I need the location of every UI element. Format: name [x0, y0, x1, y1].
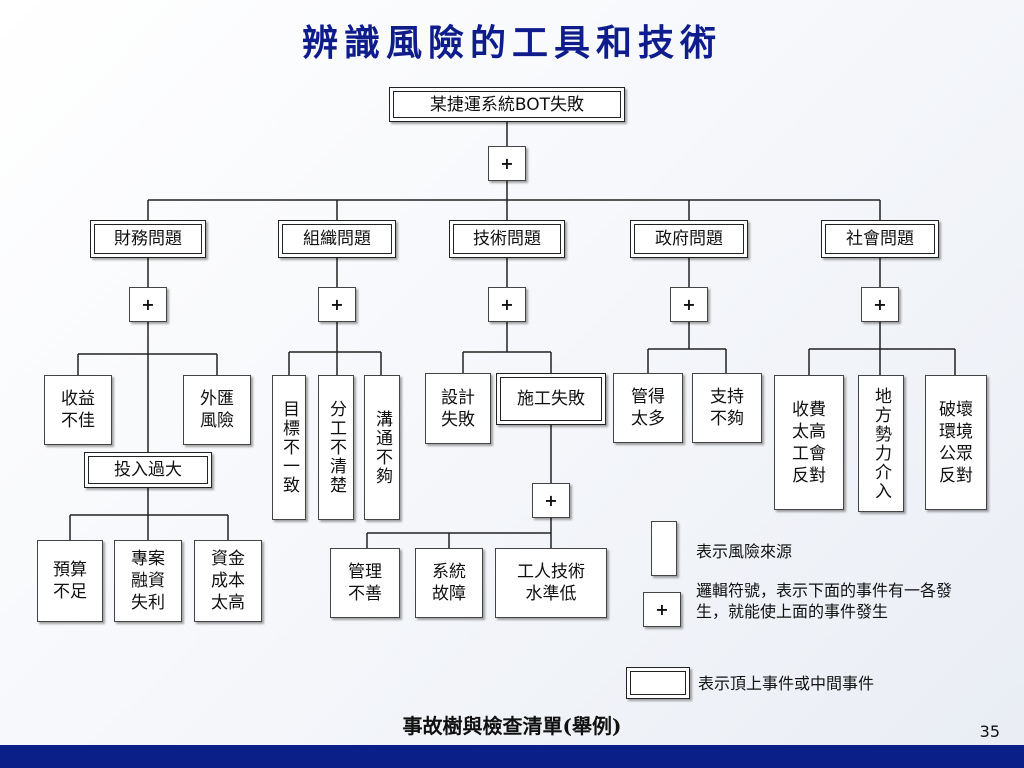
risk-source-box: 外匯風險 [183, 375, 251, 445]
slide-title: 辨識風險的工具和技術 [301, 22, 722, 64]
risk-source-box: 分工不清楚 [318, 375, 354, 520]
finance-or-gate: + [129, 287, 167, 322]
category-government: 政府問題 [630, 220, 748, 258]
risk-source-box: 目標不一致 [272, 375, 306, 520]
risk-source-box: 專案融資失利 [114, 540, 182, 622]
government-or-gate: + [670, 287, 708, 322]
organization-or-gate: + [318, 287, 356, 322]
page-number: 35 [979, 722, 1000, 741]
risk-source-box: 破壞環境公眾反對 [925, 375, 987, 510]
gate-symbol: + [141, 294, 155, 314]
social-or-gate: + [861, 287, 899, 322]
top-or-gate: + [488, 146, 526, 181]
construction-or-gate: + [532, 483, 570, 518]
risk-source-label: 收費太高工會反對 [792, 399, 826, 486]
risk-source-label: 分工不清楚 [326, 400, 346, 495]
risk-source-label: 管理不善 [348, 562, 382, 604]
gate-symbol: + [682, 294, 696, 314]
risk-source-label: 收益不佳 [61, 389, 95, 431]
gate-symbol: + [500, 153, 514, 173]
slide-caption: 事故樹與檢查清單(舉例) [402, 714, 622, 738]
category-technical: 技術問題 [449, 220, 565, 258]
category-label: 組織問題 [303, 229, 371, 249]
risk-source-label: 設計失敗 [441, 387, 475, 430]
technical-or-gate: + [488, 287, 526, 322]
gate-symbol: + [500, 294, 514, 314]
gate-symbol: + [873, 294, 887, 314]
risk-source-label: 外匯風險 [200, 389, 234, 431]
risk-source-label: 預算不足 [53, 560, 87, 602]
risk-source-box: 收費太高工會反對 [774, 375, 844, 510]
intermediate-event-label: 投入過大 [114, 460, 182, 480]
category-social: 社會問題 [821, 220, 939, 258]
risk-source-label: 地方勢力介入 [871, 386, 891, 501]
risk-source-box: 系統故障 [415, 548, 483, 618]
gate-symbol: + [655, 599, 669, 619]
risk-source-label: 破壞環境公眾反對 [939, 399, 973, 486]
risk-source-label: 目標不一致 [279, 400, 299, 495]
legend-risk-source-symbol [651, 521, 677, 576]
legend-risk-source-text: 表示風險來源 [696, 542, 793, 561]
top-event-box: 某捷運系統BOT失敗 [389, 87, 625, 122]
risk-source-box: 地方勢力介入 [858, 375, 904, 512]
legend-logic-symbol: + [643, 592, 681, 627]
category-label: 技術問題 [473, 229, 541, 249]
risk-source-label: 專案融資失利 [131, 549, 165, 613]
risk-source-label: 管得太多 [631, 387, 665, 429]
risk-source-box: 管得太多 [613, 373, 683, 443]
risk-source-box: 資金成本太高 [194, 540, 262, 622]
risk-source-box: 管理不善 [330, 548, 400, 618]
risk-source-box: 工人技術水準低 [495, 548, 607, 618]
intermediate-event-label: 施工失敗 [517, 389, 585, 409]
risk-source-box: 支持不夠 [692, 373, 762, 443]
risk-source-box: 設計失敗 [425, 373, 491, 444]
risk-source-label: 系統故障 [432, 562, 466, 604]
category-label: 社會問題 [846, 229, 914, 249]
intermediate-event-box: 投入過大 [84, 452, 212, 488]
risk-source-label: 工人技術水準低 [517, 562, 585, 604]
footer-bar [0, 745, 1024, 768]
risk-source-label: 資金成本太高 [211, 549, 245, 613]
top-event-label: 某捷運系統BOT失敗 [429, 94, 585, 115]
risk-source-box: 收益不佳 [44, 375, 112, 445]
legend-logic-text: 邏輯符號，表示下面的事件有一各發生，就能使上面的事件發生 [696, 581, 953, 621]
legend-event-symbol [626, 667, 690, 699]
risk-source-label: 溝通不夠 [372, 409, 392, 486]
intermediate-event-box: 施工失敗 [496, 373, 606, 425]
category-label: 財務問題 [114, 229, 182, 249]
risk-source-label: 支持不夠 [710, 387, 744, 429]
legend-event-text: 表示頂上事件或中間事件 [698, 674, 875, 693]
gate-symbol: + [330, 294, 344, 314]
risk-source-box: 溝通不夠 [364, 375, 400, 520]
category-organization: 組織問題 [278, 220, 396, 258]
risk-source-box: 預算不足 [37, 540, 103, 622]
category-label: 政府問題 [655, 229, 723, 249]
category-finance: 財務問題 [90, 220, 206, 258]
gate-symbol: + [544, 490, 558, 510]
